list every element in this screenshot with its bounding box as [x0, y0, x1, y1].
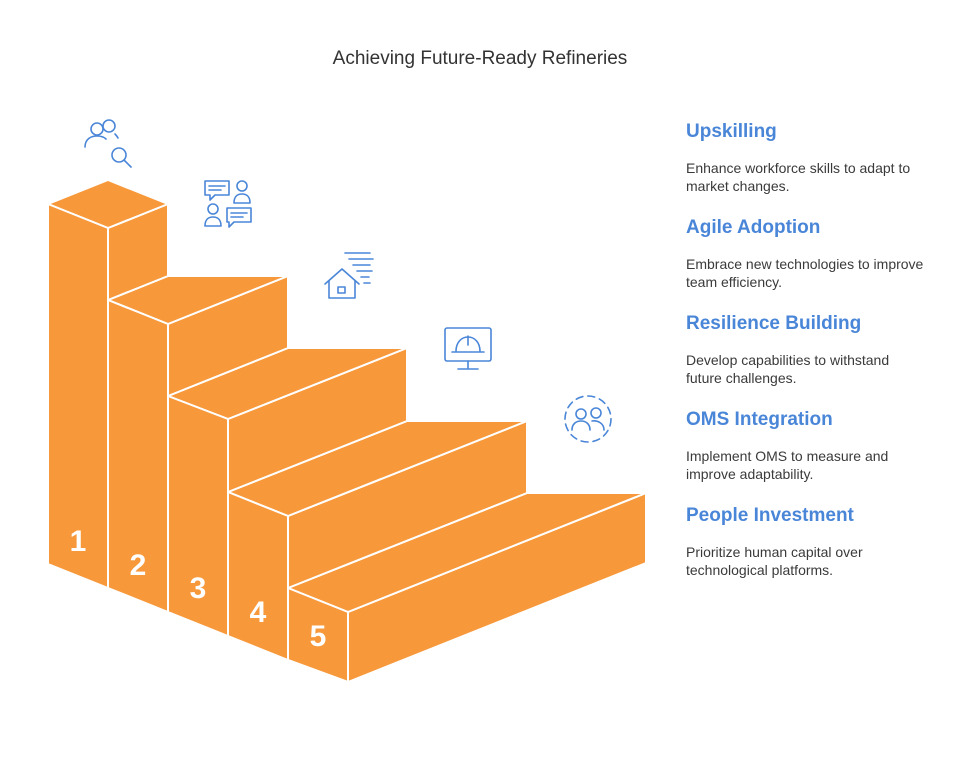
step-1-title: Upskilling — [686, 121, 777, 142]
step-item-oms-integration: OMS Integration Implement OMS to measure… — [686, 409, 926, 483]
step-5-number: 5 — [310, 620, 327, 653]
step-4-description: Implement OMS to measure and improve ada… — [686, 448, 889, 482]
house-wind-icon — [324, 252, 374, 299]
step-item-resilience-building: Resilience Building Develop capabilities… — [686, 313, 926, 387]
step-1-number: 1 — [70, 525, 87, 558]
step-5-description: Prioritize human capital over technologi… — [686, 544, 863, 578]
step-2-title: Agile Adoption — [686, 217, 821, 238]
step-3-title: Resilience Building — [686, 313, 862, 334]
step-3-description: Develop capabilities to withstand future… — [686, 352, 890, 386]
people-search-icon — [84, 119, 132, 168]
step-4-title: OMS Integration — [686, 409, 833, 430]
step-3-number: 3 — [190, 572, 207, 605]
step-1-description: Enhance workforce skills to adapt to mar… — [686, 160, 911, 194]
step-5-front-face — [287, 587, 349, 683]
people-circle-icon — [564, 395, 612, 443]
step-4-number: 4 — [250, 596, 267, 629]
diagram-title: Achieving Future-Ready Refineries — [332, 48, 628, 69]
step-4-front-face — [227, 491, 289, 661]
step-2-description: Embrace new technologies to improve team… — [686, 256, 924, 290]
monitor-hardhat-icon — [444, 327, 492, 370]
step-2-number: 2 — [130, 549, 147, 582]
team-chat-icon — [204, 180, 252, 228]
step-5-title: People Investment — [686, 505, 854, 526]
step-item-upskilling: Upskilling Enhance workforce skills to a… — [686, 121, 926, 195]
step-item-agile-adoption: Agile Adoption Embrace new technologies … — [686, 217, 926, 291]
step-item-people-investment: People Investment Prioritize human capit… — [686, 505, 926, 579]
